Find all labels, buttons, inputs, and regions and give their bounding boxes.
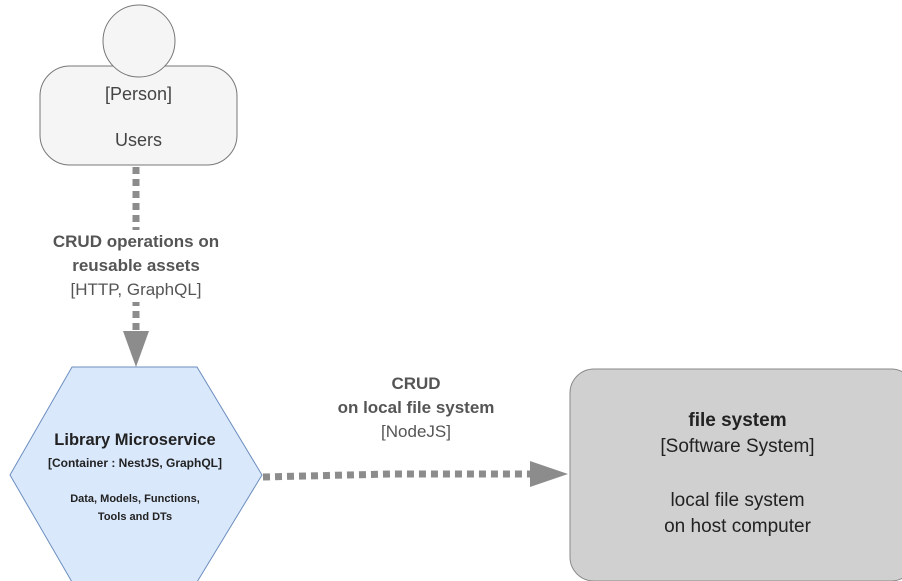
microservice-description-line1: Data, Models, Functions,	[70, 493, 200, 505]
person-node[interactable]	[39, 4, 238, 166]
edge-users-technology: [HTTP, GraphQL]	[70, 280, 202, 299]
edge-microservice-to-filesystem[interactable]	[262, 461, 568, 487]
person-name: Users	[114, 130, 162, 150]
edge-fs-label-line2: on local file system	[337, 398, 495, 417]
file-system-description-line2: on host computer	[664, 516, 811, 537]
file-system-node[interactable]	[569, 368, 902, 581]
file-system-box	[569, 368, 902, 581]
file-system-description-line1: local file system	[670, 490, 805, 511]
microservice-technology: [Container : NestJS, GraphQL]	[47, 456, 223, 470]
edge-fs-arrowhead	[530, 461, 568, 487]
microservice-name: Library Microservice	[54, 431, 216, 449]
edge-fs-label: CRUD on local file system [NodeJS]	[300, 372, 532, 444]
microservice-node[interactable]	[9, 366, 263, 581]
microservice-description: Data, Models, Functions, Tools and DTs	[10, 490, 260, 526]
edge-fs-label-line1: CRUD	[391, 374, 441, 393]
microservice-hexagon	[9, 366, 263, 581]
edge-fs-line	[262, 470, 535, 481]
edge-fs-technology: [NodeJS]	[381, 422, 451, 441]
edge-users-label-line1: CRUD operations on	[52, 232, 220, 251]
edge-users-label-line2: reusable assets	[72, 256, 200, 275]
person-type-label: [Person]	[104, 84, 173, 104]
edge-users-label: CRUD operations on reusable assets [HTTP…	[20, 230, 252, 302]
person-head	[102, 4, 176, 78]
microservice-description-line2: Tools and DTs	[97, 511, 173, 523]
file-system-type-label: [Software System]	[660, 436, 815, 457]
edge-users-arrowhead	[123, 331, 149, 367]
file-system-name: file system	[688, 410, 787, 431]
